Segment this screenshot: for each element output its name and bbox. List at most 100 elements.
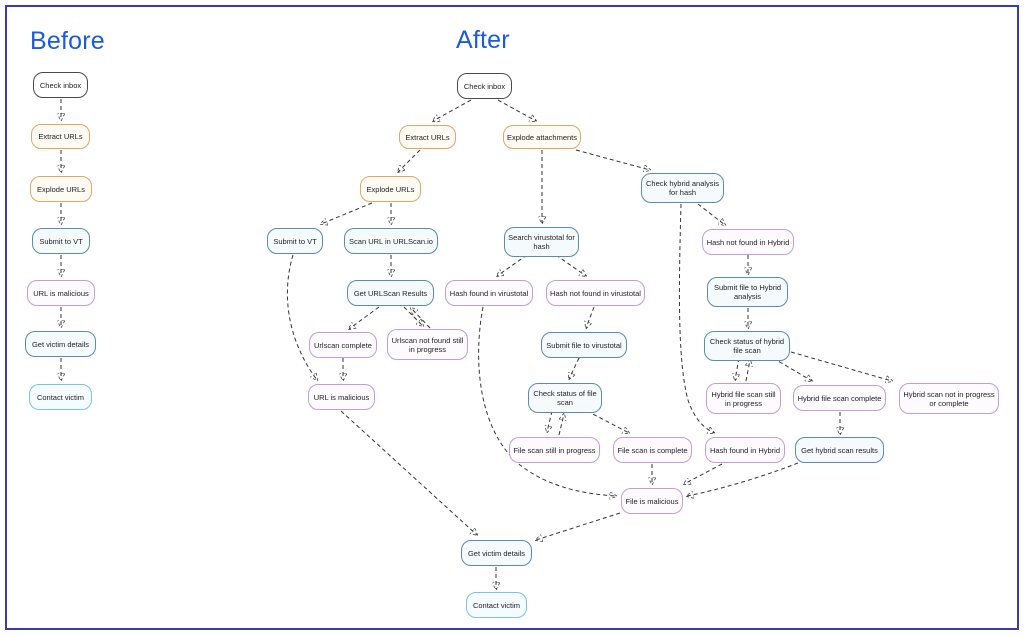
edge: [586, 306, 595, 328]
node-check-status-hybrid: Check status of hybrid file scan: [704, 331, 790, 361]
node-submit-file-vt: Submit file to virustotal: [541, 332, 627, 358]
node-label: Explode URLs: [366, 184, 415, 194]
node-file-scan-still: File scan still in progress: [509, 437, 600, 463]
node-check-status-file: Check status of file scan: [528, 383, 602, 413]
edge: [349, 306, 380, 329]
node-submit-file-hybrid: Submit file to Hybrid analysis: [707, 277, 788, 307]
edge: [403, 306, 423, 326]
node-label: Submit to VT: [273, 236, 317, 246]
edge: [586, 410, 629, 433]
node-explode-attachments: Explode attachments: [503, 125, 581, 149]
node-label: URL is malicious: [313, 392, 370, 402]
node-check-hybrid-analysis: Check hybrid analysis for hash: [641, 173, 724, 203]
node-label: Check status of hybrid file scan: [709, 337, 785, 355]
node-label: URL is malicious: [33, 288, 89, 298]
node-label: File scan is complete: [617, 445, 688, 455]
edge: [411, 308, 431, 329]
edge: [547, 410, 552, 432]
node-explode-urls: Explode URLs: [360, 176, 421, 202]
after-title: After: [456, 26, 510, 54]
node-file-scan-complete: File scan is complete: [613, 437, 692, 463]
node-get-hybrid-results: Get hybrid scan results: [795, 437, 884, 463]
edge: [559, 414, 564, 436]
node-label: Hash not found in virustotal: [550, 288, 641, 298]
node-get-victim-details: Get victim details: [461, 540, 532, 566]
node-label: Hybrid scan not in progress or complete: [903, 389, 995, 408]
node-search-vt-hash: Search virustotal for hash: [504, 227, 579, 257]
before-title: Before: [30, 27, 105, 55]
edge: [746, 360, 750, 382]
node-get-urlscan-results: Get URLScan Results: [347, 280, 434, 306]
node-scan-url-urlscan: Scan URL in URLScan.io: [344, 228, 438, 254]
node-before-submit-to-vt: Submit to VT: [32, 228, 90, 254]
edge: [735, 357, 739, 380]
node-hybrid-not-progress: Hybrid scan not in progress or complete: [899, 383, 999, 414]
edge: [433, 99, 472, 121]
node-label: Submit file to Hybrid analysis: [713, 283, 782, 301]
node-label: Get victim details: [467, 548, 526, 558]
node-label: Check status of file scan: [533, 389, 597, 407]
node-label: Explode attachments: [506, 132, 578, 142]
node-label: Scan URL in URLScan.io: [349, 236, 433, 246]
edge: [697, 203, 725, 225]
node-submit-to-vt: Submit to VT: [267, 228, 323, 254]
edge: [772, 357, 812, 381]
edge: [497, 254, 528, 276]
node-check-inbox: Check inbox: [457, 73, 512, 99]
node-hash-found-hybrid: Hash found in Hybrid: [705, 437, 785, 463]
edge: [687, 462, 799, 496]
node-label: File scan still in progress: [513, 445, 596, 455]
node-extract-urls: Extract URLs: [399, 125, 456, 149]
node-contact-victim: Contact victim: [466, 592, 527, 618]
node-before-explode-urls: Explode URLs: [30, 176, 92, 202]
node-label: Check hybrid analysis for hash: [646, 179, 719, 197]
node-label: Get URLScan Results: [353, 288, 428, 298]
node-label: Contact victim: [36, 392, 85, 402]
node-urlscan-complete: Urlscan complete: [309, 332, 377, 358]
node-hash-not-found-hybrid: Hash not found in Hybrid: [702, 229, 794, 255]
node-label: Submit to VT: [39, 236, 83, 246]
node-url-is-malicious: URL is malicious: [308, 384, 375, 410]
node-label: Get hybrid scan results: [801, 445, 878, 455]
node-before-contact-victim: Contact victim: [29, 384, 92, 410]
node-before-get-victim-details: Get victim details: [25, 331, 96, 357]
edge: [555, 254, 586, 276]
node-label: Urlscan complete: [314, 340, 372, 350]
edge: [286, 254, 317, 380]
edge: [684, 463, 723, 484]
edge: [569, 357, 580, 379]
edge: [398, 149, 421, 172]
node-label: Get victim details: [31, 339, 90, 349]
node-label: Hybrid file scan complete: [797, 393, 882, 403]
node-label: Hash found in virustotal: [449, 288, 529, 298]
node-before-url-is-malicious: URL is malicious: [27, 280, 95, 306]
edge: [340, 410, 477, 535]
node-label: Hash not found in Hybrid: [706, 237, 790, 247]
edge: [790, 351, 892, 381]
node-label: Explode URLs: [37, 184, 85, 194]
node-hybrid-scan-complete: Hybrid file scan complete: [793, 385, 886, 411]
edge: [321, 202, 373, 224]
node-file-is-malicious: File is malicious: [621, 488, 683, 514]
node-label: File is malicious: [625, 496, 679, 506]
edge: [536, 512, 621, 540]
node-label: Hash found in Hybrid: [709, 445, 781, 455]
node-label: Check inbox: [39, 80, 82, 90]
node-label: Hybrid file scan still in progress: [711, 389, 776, 408]
edge: [497, 99, 536, 121]
node-label: Extract URLs: [38, 132, 83, 141]
node-label: Contact victim: [472, 600, 521, 610]
node-hybrid-still-progress: Hybrid file scan still in progress: [706, 383, 781, 414]
node-label: Check inbox: [463, 81, 506, 91]
node-before-check-inbox: Check inbox: [33, 72, 88, 98]
node-label: Urlscan not found still in progress: [391, 335, 464, 354]
node-hash-found-vt: Hash found in virustotal: [445, 280, 533, 306]
node-urlscan-not-found: Urlscan not found still in progress: [387, 329, 468, 360]
edge: [678, 203, 714, 433]
node-hash-not-found-vt: Hash not found in virustotal: [546, 280, 645, 306]
edge: [575, 149, 650, 170]
node-before-extract-urls: Extract URLs: [31, 124, 90, 149]
node-label: Extract URLs: [405, 132, 450, 142]
node-label: Submit file to virustotal: [546, 340, 622, 350]
